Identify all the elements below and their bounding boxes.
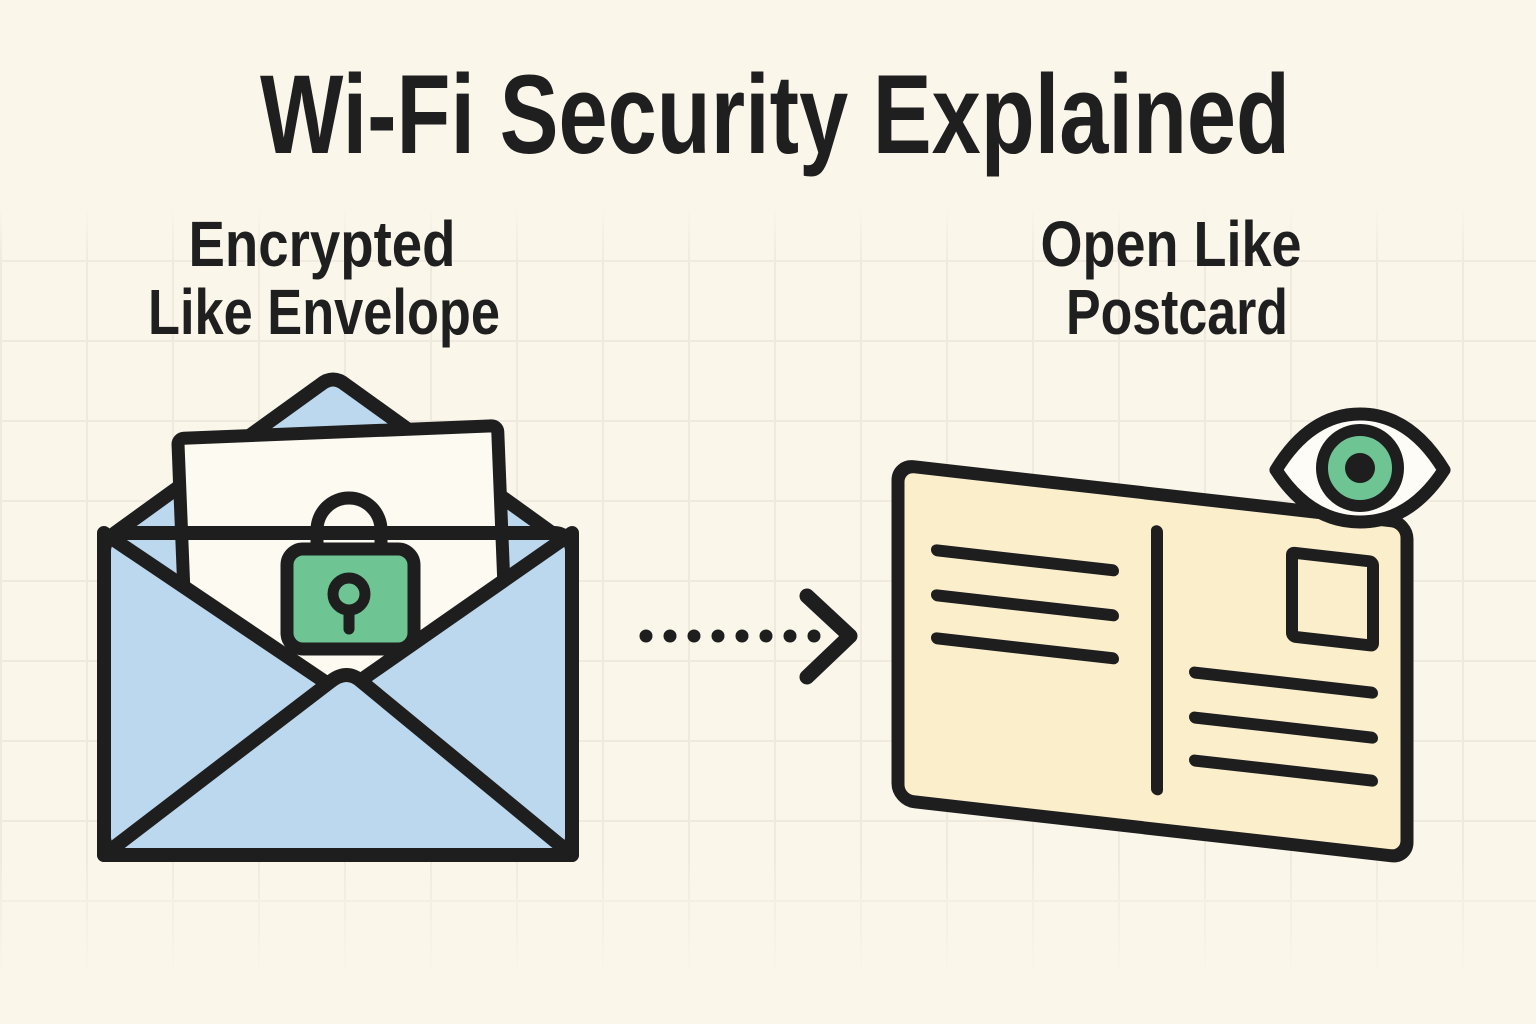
envelope-front-flap <box>97 668 579 862</box>
right-label-line2: Postcard <box>1066 276 1288 348</box>
envelope-with-padlock-icon <box>97 372 579 862</box>
left-label-line1: Encrypted <box>189 208 456 280</box>
padlock-shackle <box>310 491 388 563</box>
padlock-body <box>280 542 421 656</box>
envelope-outline <box>97 526 579 862</box>
postcard-address-lines <box>1189 666 1378 787</box>
arrow-dots <box>639 629 821 643</box>
right-section-label: Open Like Postcard <box>1041 208 1302 348</box>
eye-icon <box>1269 407 1451 529</box>
postcard-message-lines <box>931 544 1119 665</box>
dotted-arrow-right-icon <box>639 588 858 685</box>
left-section-label: Encrypted Like Envelope <box>148 208 500 348</box>
postcard-icon <box>891 460 1414 863</box>
padlock-icon <box>280 491 421 656</box>
postcard-stamp <box>1286 546 1379 652</box>
left-label-line2: Like Envelope <box>148 276 500 348</box>
right-label-line1: Open Like <box>1041 208 1302 280</box>
eye-pupil <box>1345 453 1375 483</box>
page-title: Wi-Fi Security Explained <box>260 52 1290 177</box>
arrow-head <box>799 588 858 685</box>
